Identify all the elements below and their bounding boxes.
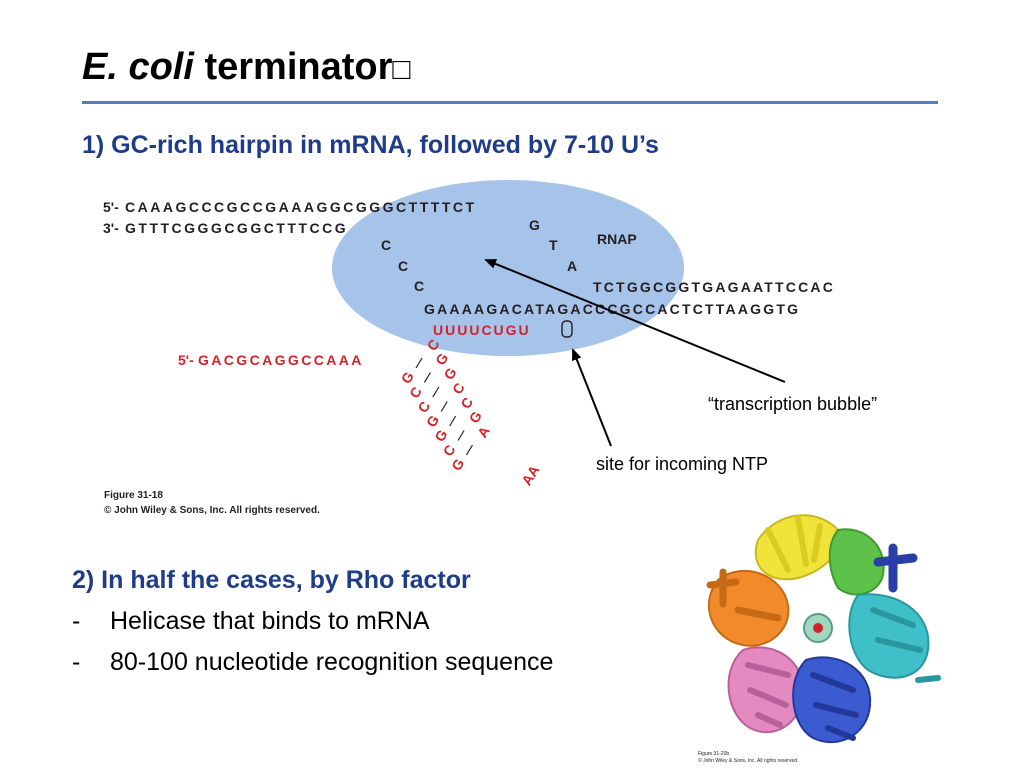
hairpin-loop: AA <box>518 462 542 488</box>
dna-bottom-seq: GTTTCGGGCGGCTTTCCG <box>125 220 348 236</box>
bullet-text: 80-100 nucleotide recognition sequence <box>110 648 554 676</box>
hairpin-base-pair-tick <box>449 415 457 427</box>
hairpin-base-pair-tick <box>457 430 465 441</box>
title-missing-glyph: □ <box>392 53 411 86</box>
protein-figure-label: Figure 31-20b <box>698 751 729 757</box>
hairpin-left-base: C <box>414 398 433 415</box>
hairpin-left-base: C <box>440 442 459 459</box>
hairpin-base-pair-tick <box>432 386 440 398</box>
bullet-text: Helicase that binds to mRNA <box>110 607 430 635</box>
loop-left-3: C <box>414 278 424 294</box>
protein-copyright: © John Wiley & Sons, Inc. All rights res… <box>698 757 798 764</box>
dna-top-label: 5'- <box>103 199 119 215</box>
bullet-recognition: - 80-100 nucleotide recognition sequence <box>72 648 553 677</box>
hairpin-right-base: A <box>474 423 493 440</box>
rna-5prime-seq: GACGCAGGCCAAA <box>198 352 364 368</box>
loop-right-3: A <box>567 258 577 274</box>
rna-5prime-label: 5'- <box>178 352 194 368</box>
bullet-dash: - <box>72 607 81 635</box>
point-2-heading: 2) In half the cases, by Rho factor <box>72 566 471 594</box>
dna-right-bottom-seq: GAAAAGACATAGACCCGCCACTCTTAAGGTG <box>424 301 800 317</box>
bullet-dash: - <box>72 648 81 676</box>
bubble-arrow <box>484 259 786 383</box>
ntp-arrow <box>572 348 612 447</box>
figure-copyright: © John Wiley & Sons, Inc. All rights res… <box>104 505 320 516</box>
ntp-site-box <box>561 320 573 338</box>
dna-top-seq: CAAAGCCCGCCGAAAGGCGGGCTTTTCT <box>125 199 477 215</box>
figure-label: Figure 31-18 <box>104 490 163 501</box>
rna-3prime-seq: UUUUCUGU <box>433 322 531 338</box>
rho-factor-structure-image: Figure 31-20b © John Wiley & Sons, Inc. … <box>698 514 941 764</box>
dna-bottom-label: 3'- <box>103 220 119 236</box>
point-1-heading: 1) GC-rich hairpin in mRNA, followed by … <box>82 131 659 159</box>
hairpin-left-base: C <box>406 384 425 401</box>
hairpin-base-pair-tick <box>415 357 423 369</box>
terminator-diagram: 5'- CAAAGCCCGCCGAAAGGCGGGCTTTTCT 3'- GTT… <box>103 180 835 516</box>
ntp-annotation: site for incoming NTP <box>596 454 769 474</box>
slide-title: E. coli terminator□ <box>82 46 411 89</box>
bullet-helicase: - Helicase that binds to mRNA <box>72 607 430 636</box>
hairpin-base-pair-tick <box>440 401 448 412</box>
bubble-annotation: “transcription bubble” <box>708 394 878 414</box>
hairpin-right-base: C <box>449 380 468 397</box>
title-underline <box>82 101 938 104</box>
loop-left-2: C <box>398 258 408 274</box>
hairpin-base-pair-tick <box>423 372 431 383</box>
loop-left-1: C <box>381 237 391 253</box>
rnap-label: RNAP <box>597 231 637 247</box>
hairpin-base-pair-tick <box>465 444 473 456</box>
title-organism: E. coli <box>82 46 194 88</box>
hairpin-left-base: G <box>398 369 417 387</box>
loop-right-1: G <box>529 217 540 233</box>
loop-right-2: T <box>549 237 558 253</box>
hairpin-right-base: C <box>457 394 476 411</box>
title-text: terminator <box>193 46 393 88</box>
dna-right-top-seq: TCTGGCGGTGAGAATTCCAC <box>593 279 835 295</box>
